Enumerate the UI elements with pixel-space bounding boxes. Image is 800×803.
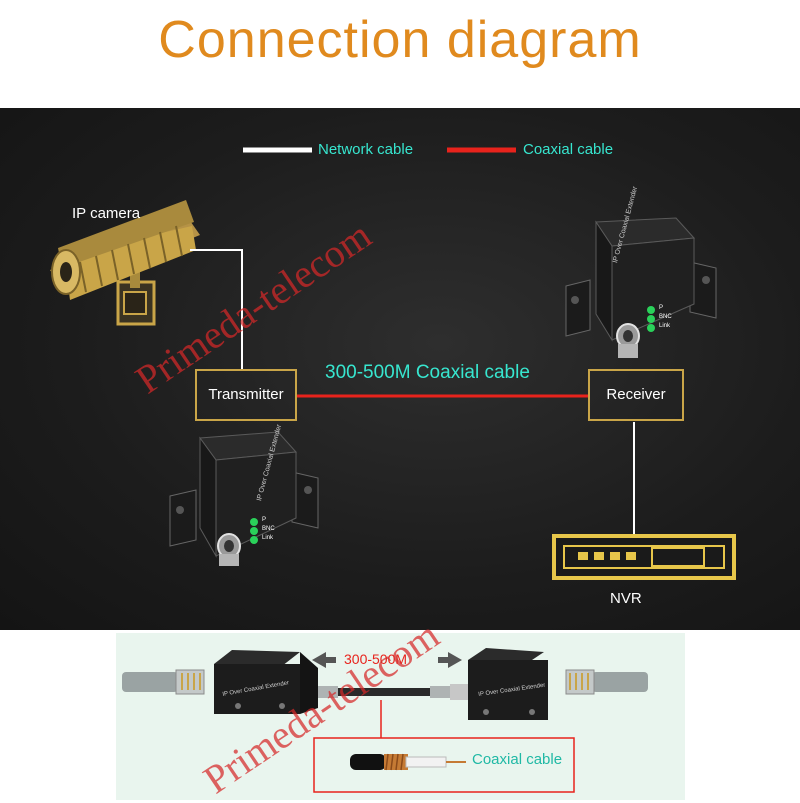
product-photo-panel: [116, 633, 685, 800]
coax-callout-box: [313, 737, 575, 793]
right-extender-icon: [468, 648, 548, 720]
transmitter-led-bnc: BNC: [262, 526, 275, 532]
left-rj45-plug-icon: [122, 669, 205, 695]
coaxial-link-label: 300-500M Coaxial cable: [325, 362, 530, 383]
coaxial-cable-callout-label: Coaxial cable: [472, 751, 563, 768]
receiver-led-p: P: [659, 305, 664, 311]
right-arrow-icon: [448, 652, 462, 668]
ip-camera-label: IP camera: [72, 205, 141, 222]
left-extender-icon: [214, 650, 318, 714]
transmitter-led-link: Link: [262, 535, 274, 541]
camera-network-cable: [190, 249, 243, 370]
receiver-box: Receiver: [588, 369, 684, 421]
receiver-label: Receiver: [606, 386, 666, 403]
right-rj45-plug-icon: [565, 669, 648, 695]
receiver-led-link: Link: [659, 323, 671, 329]
receiver-led-bnc: BNC: [659, 314, 672, 320]
nvr-icon: [552, 534, 736, 580]
distance-label: 300-500M: [344, 651, 408, 667]
legend-coaxial-label: Coaxial cable: [523, 141, 614, 158]
coax-cross-section-icon: [350, 753, 466, 771]
transmitter-led-p: P: [262, 517, 267, 523]
nvr-label: NVR: [610, 590, 642, 607]
transmitter-label: Transmitter: [208, 386, 284, 403]
transmitter-box: Transmitter: [195, 369, 297, 421]
transmitter-device-icon: [169, 431, 319, 566]
left-arrow-icon: [312, 652, 326, 668]
receiver-device-icon: [565, 217, 717, 358]
ip-camera-icon: [50, 200, 200, 326]
coax-cable-icon: [318, 684, 468, 700]
diagram-title: Connection diagram: [158, 11, 642, 69]
legend-network-label: Network cable: [318, 141, 414, 158]
